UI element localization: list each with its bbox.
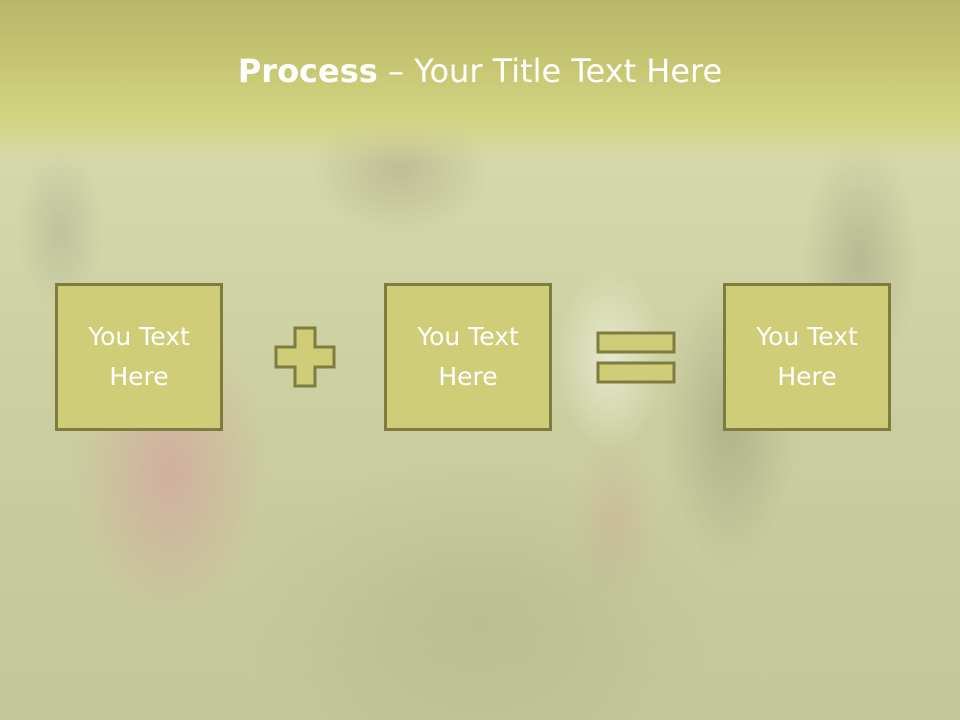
title-band: [0, 0, 960, 160]
process-box-2: You Text Here: [384, 283, 552, 431]
title-bold-part: Process: [237, 52, 378, 90]
process-box-3-text: You Text Here: [756, 322, 858, 391]
process-box-1: You Text Here: [55, 283, 223, 431]
slide-title: Process – Your Title Text Here: [0, 52, 960, 90]
process-box-2-text: You Text Here: [417, 322, 519, 391]
process-box-3: You Text Here: [723, 283, 891, 431]
plus-icon: [274, 326, 336, 388]
equals-icon: [596, 331, 676, 384]
process-box-1-text: You Text Here: [88, 322, 190, 391]
title-rest-part: – Your Title Text Here: [377, 52, 723, 90]
